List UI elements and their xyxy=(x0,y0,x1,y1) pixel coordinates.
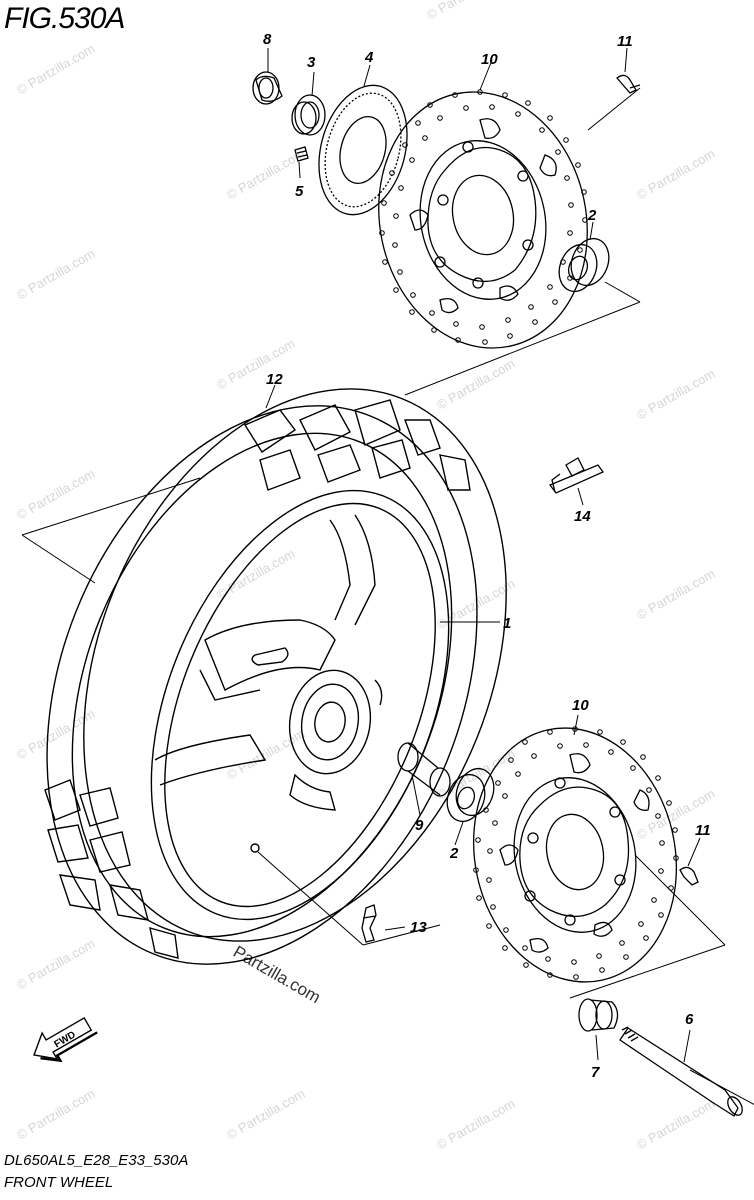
callout-5: 5 xyxy=(295,183,304,200)
callout-13: 13 xyxy=(410,919,427,936)
fwd-label: FWD xyxy=(52,1030,77,1051)
watermark-text: © Partzilla.com xyxy=(224,1086,307,1143)
watermark-text: © Partzilla.com xyxy=(434,1096,517,1153)
brake-disc-lower xyxy=(472,727,678,983)
spacer-9 xyxy=(397,742,451,797)
watermark-text: © Partzilla.com xyxy=(14,466,97,523)
watermark-text: © Partzilla.com xyxy=(634,566,717,623)
callout-3: 3 xyxy=(307,54,316,71)
watermark-text: © Partzilla.com xyxy=(634,366,717,423)
disc-holes-upper xyxy=(379,89,588,345)
callout-1: 1 xyxy=(503,615,511,632)
valve-13 xyxy=(361,904,377,943)
balancer-weight-14 xyxy=(548,457,604,494)
watermark-text: © Partzilla.com xyxy=(214,336,297,393)
watermark-text: © Partzilla.com xyxy=(424,0,507,23)
watermark-text: © Partzilla.com xyxy=(14,936,97,993)
callout-10-lower: 10 xyxy=(572,697,589,714)
spacer-8 xyxy=(252,71,283,105)
callout-10-upper: 10 xyxy=(481,51,498,68)
figure-code: DL650AL5_E28_E33_530A xyxy=(4,1152,189,1169)
callout-2-upper: 2 xyxy=(587,207,597,224)
callout-8: 8 xyxy=(263,31,272,48)
watermark-text: © Partzilla.com xyxy=(14,246,97,303)
callout-12: 12 xyxy=(266,371,283,388)
axle-6 xyxy=(619,1026,743,1117)
figure-title: FIG.530A xyxy=(4,2,125,35)
bolt-11-upper xyxy=(616,74,641,94)
fwd-arrow: FWD xyxy=(33,1016,98,1063)
disc-holes-lower xyxy=(473,726,679,980)
watermark-text: © Partzilla.com xyxy=(434,356,517,413)
callout-9: 9 xyxy=(415,817,424,834)
sensor-rotor-4 xyxy=(318,84,408,216)
callout-7: 7 xyxy=(591,1064,600,1081)
callout-14: 14 xyxy=(574,508,591,525)
bearing-2-lower xyxy=(446,767,495,823)
figure-name: FRONT WHEEL xyxy=(4,1174,114,1191)
watermark-large: Partzilla.com xyxy=(230,942,324,1007)
bearing-2-upper xyxy=(558,237,610,293)
callout-4: 4 xyxy=(364,49,374,66)
callout-2-lower: 2 xyxy=(449,845,459,862)
screw-5 xyxy=(294,146,309,162)
callout-labels: 8 3 4 5 10 11 2 12 14 1 10 9 2 11 13 6 7 xyxy=(263,31,711,1081)
watermark-text: © Partzilla.com xyxy=(634,146,717,203)
callout-11-upper: 11 xyxy=(617,33,633,50)
callout-11-lower: 11 xyxy=(695,822,711,839)
brake-disc-upper xyxy=(378,91,588,349)
bolt-11-lower xyxy=(679,866,699,886)
callout-6: 6 xyxy=(685,1011,694,1028)
leader-lines xyxy=(21,47,754,1106)
watermark-text: © Partzilla.com xyxy=(634,1096,717,1153)
collar-7 xyxy=(578,998,619,1032)
tire-12 xyxy=(44,388,507,965)
watermark-text: © Partzilla.com xyxy=(14,1086,97,1143)
dust-seal-3 xyxy=(291,94,326,136)
watermark-text: © Partzilla.com xyxy=(14,41,97,98)
